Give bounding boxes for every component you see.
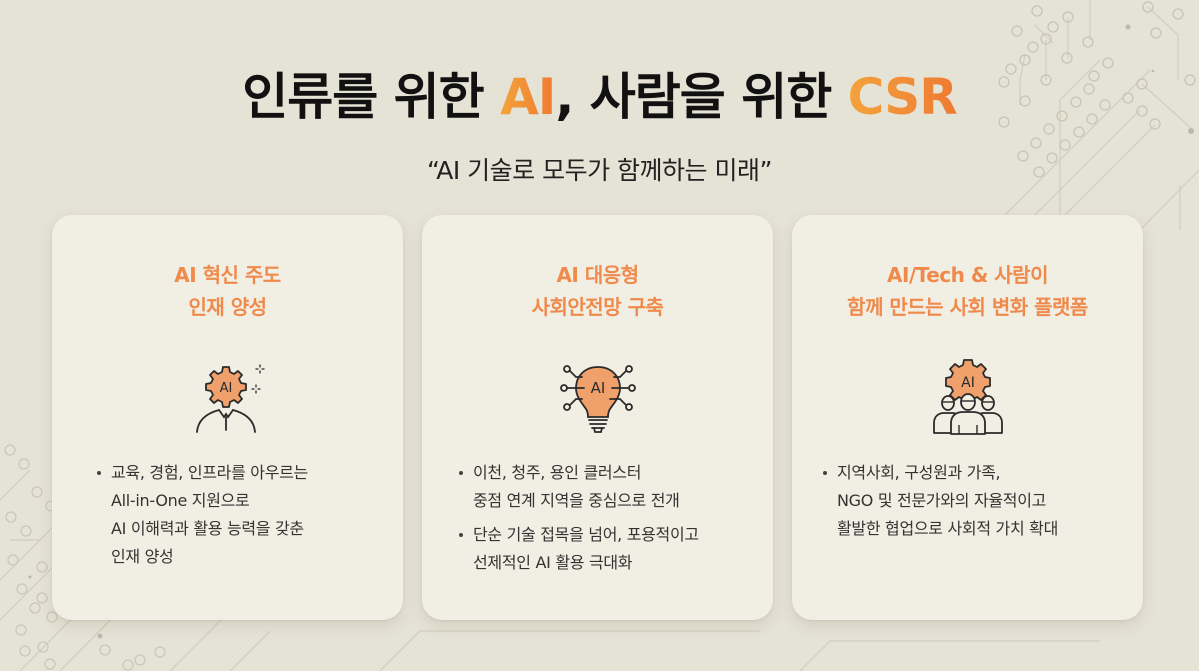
bullet-line: 중점 연계 지역을 중심으로 전개 — [473, 491, 680, 510]
card-title: AI/Tech & 사람이 함께 만드는 사회 변화 플랫폼 — [792, 259, 1143, 323]
svg-text:AI: AI — [961, 375, 975, 391]
card-title-line: AI 대응형 — [556, 263, 639, 287]
bullet-line: 활발한 협업으로 사회적 가치 확대 — [837, 519, 1059, 538]
bullet-line: NGO 및 전문가와의 자율적이고 — [837, 491, 1047, 510]
bullet-line: 지역사회, 구성원과 가족, — [837, 463, 1001, 482]
title-accent-ai: AI — [500, 68, 556, 126]
title-part2: , 사람을 위한 — [555, 68, 848, 126]
lightbulb-ai-network-icon: AI — [558, 357, 638, 437]
main-title: 인류를 위한 AI, 사람을 위한 CSR — [0, 62, 1199, 132]
bullet-list: 교육, 경험, 인프라를 아우르는 All-in-One 지원으로 AI 이해력… — [96, 459, 308, 577]
bullet-line: 단순 기술 접목을 넘어, 포용적이고 — [473, 525, 699, 544]
bullet-line: 이천, 청주, 용인 클러스터 — [473, 463, 642, 482]
bullet-line: 교육, 경험, 인프라를 아우르는 — [111, 463, 308, 482]
card-social-safety-net: AI 대응형 사회안전망 구축 AI — [422, 215, 773, 620]
bullet-item: 이천, 청주, 용인 클러스터 중점 연계 지역을 중심으로 전개 — [458, 459, 699, 515]
person-gear-ai-icon: AI — [188, 357, 268, 437]
card-title-line: 인재 양성 — [188, 295, 267, 319]
bullet-item: 지역사회, 구성원과 가족, NGO 및 전문가와의 자율적이고 활발한 협업으… — [822, 459, 1058, 543]
bullet-list: 지역사회, 구성원과 가족, NGO 및 전문가와의 자율적이고 활발한 협업으… — [822, 459, 1058, 549]
bullet-list: 이천, 청주, 용인 클러스터 중점 연계 지역을 중심으로 전개 단순 기술 … — [458, 459, 699, 583]
card-title-line: 함께 만드는 사회 변화 플랫폼 — [847, 295, 1088, 319]
card-title: AI 혁신 주도 인재 양성 — [52, 259, 403, 323]
bullet-line: 선제적인 AI 활용 극대화 — [473, 553, 633, 572]
bullet-item: 단순 기술 접목을 넘어, 포용적이고 선제적인 AI 활용 극대화 — [458, 521, 699, 577]
header: 인류를 위한 AI, 사람을 위한 CSR “AI 기술로 모두가 함께하는 미… — [0, 62, 1199, 188]
card-social-change-platform: AI/Tech & 사람이 함께 만드는 사회 변화 플랫폼 AI 지역사회, … — [792, 215, 1143, 620]
title-part1: 인류를 위한 — [242, 68, 501, 126]
card-title-line: AI 혁신 주도 — [174, 263, 281, 287]
card-title-line: AI/Tech & 사람이 — [887, 263, 1048, 287]
svg-text:AI: AI — [219, 381, 232, 396]
card-talent-development: AI 혁신 주도 인재 양성 AI 교육, 경험, 인프라를 아우르는 All-… — [52, 215, 403, 620]
bullet-line: 인재 양성 — [111, 547, 174, 566]
title-accent-csr: CSR — [847, 68, 958, 126]
card-title: AI 대응형 사회안전망 구축 — [422, 259, 773, 323]
bullet-item: 교육, 경험, 인프라를 아우르는 All-in-One 지원으로 AI 이해력… — [96, 459, 308, 571]
people-group-gear-ai-icon: AI — [928, 357, 1008, 437]
svg-text:AI: AI — [590, 379, 605, 397]
card-title-line: 사회안전망 구축 — [531, 295, 664, 319]
bullet-line: All-in-One 지원으로 — [111, 491, 250, 510]
bullet-line: AI 이해력과 활용 능력을 갖춘 — [111, 519, 304, 538]
subtitle: “AI 기술로 모두가 함께하는 미래” — [427, 156, 772, 185]
